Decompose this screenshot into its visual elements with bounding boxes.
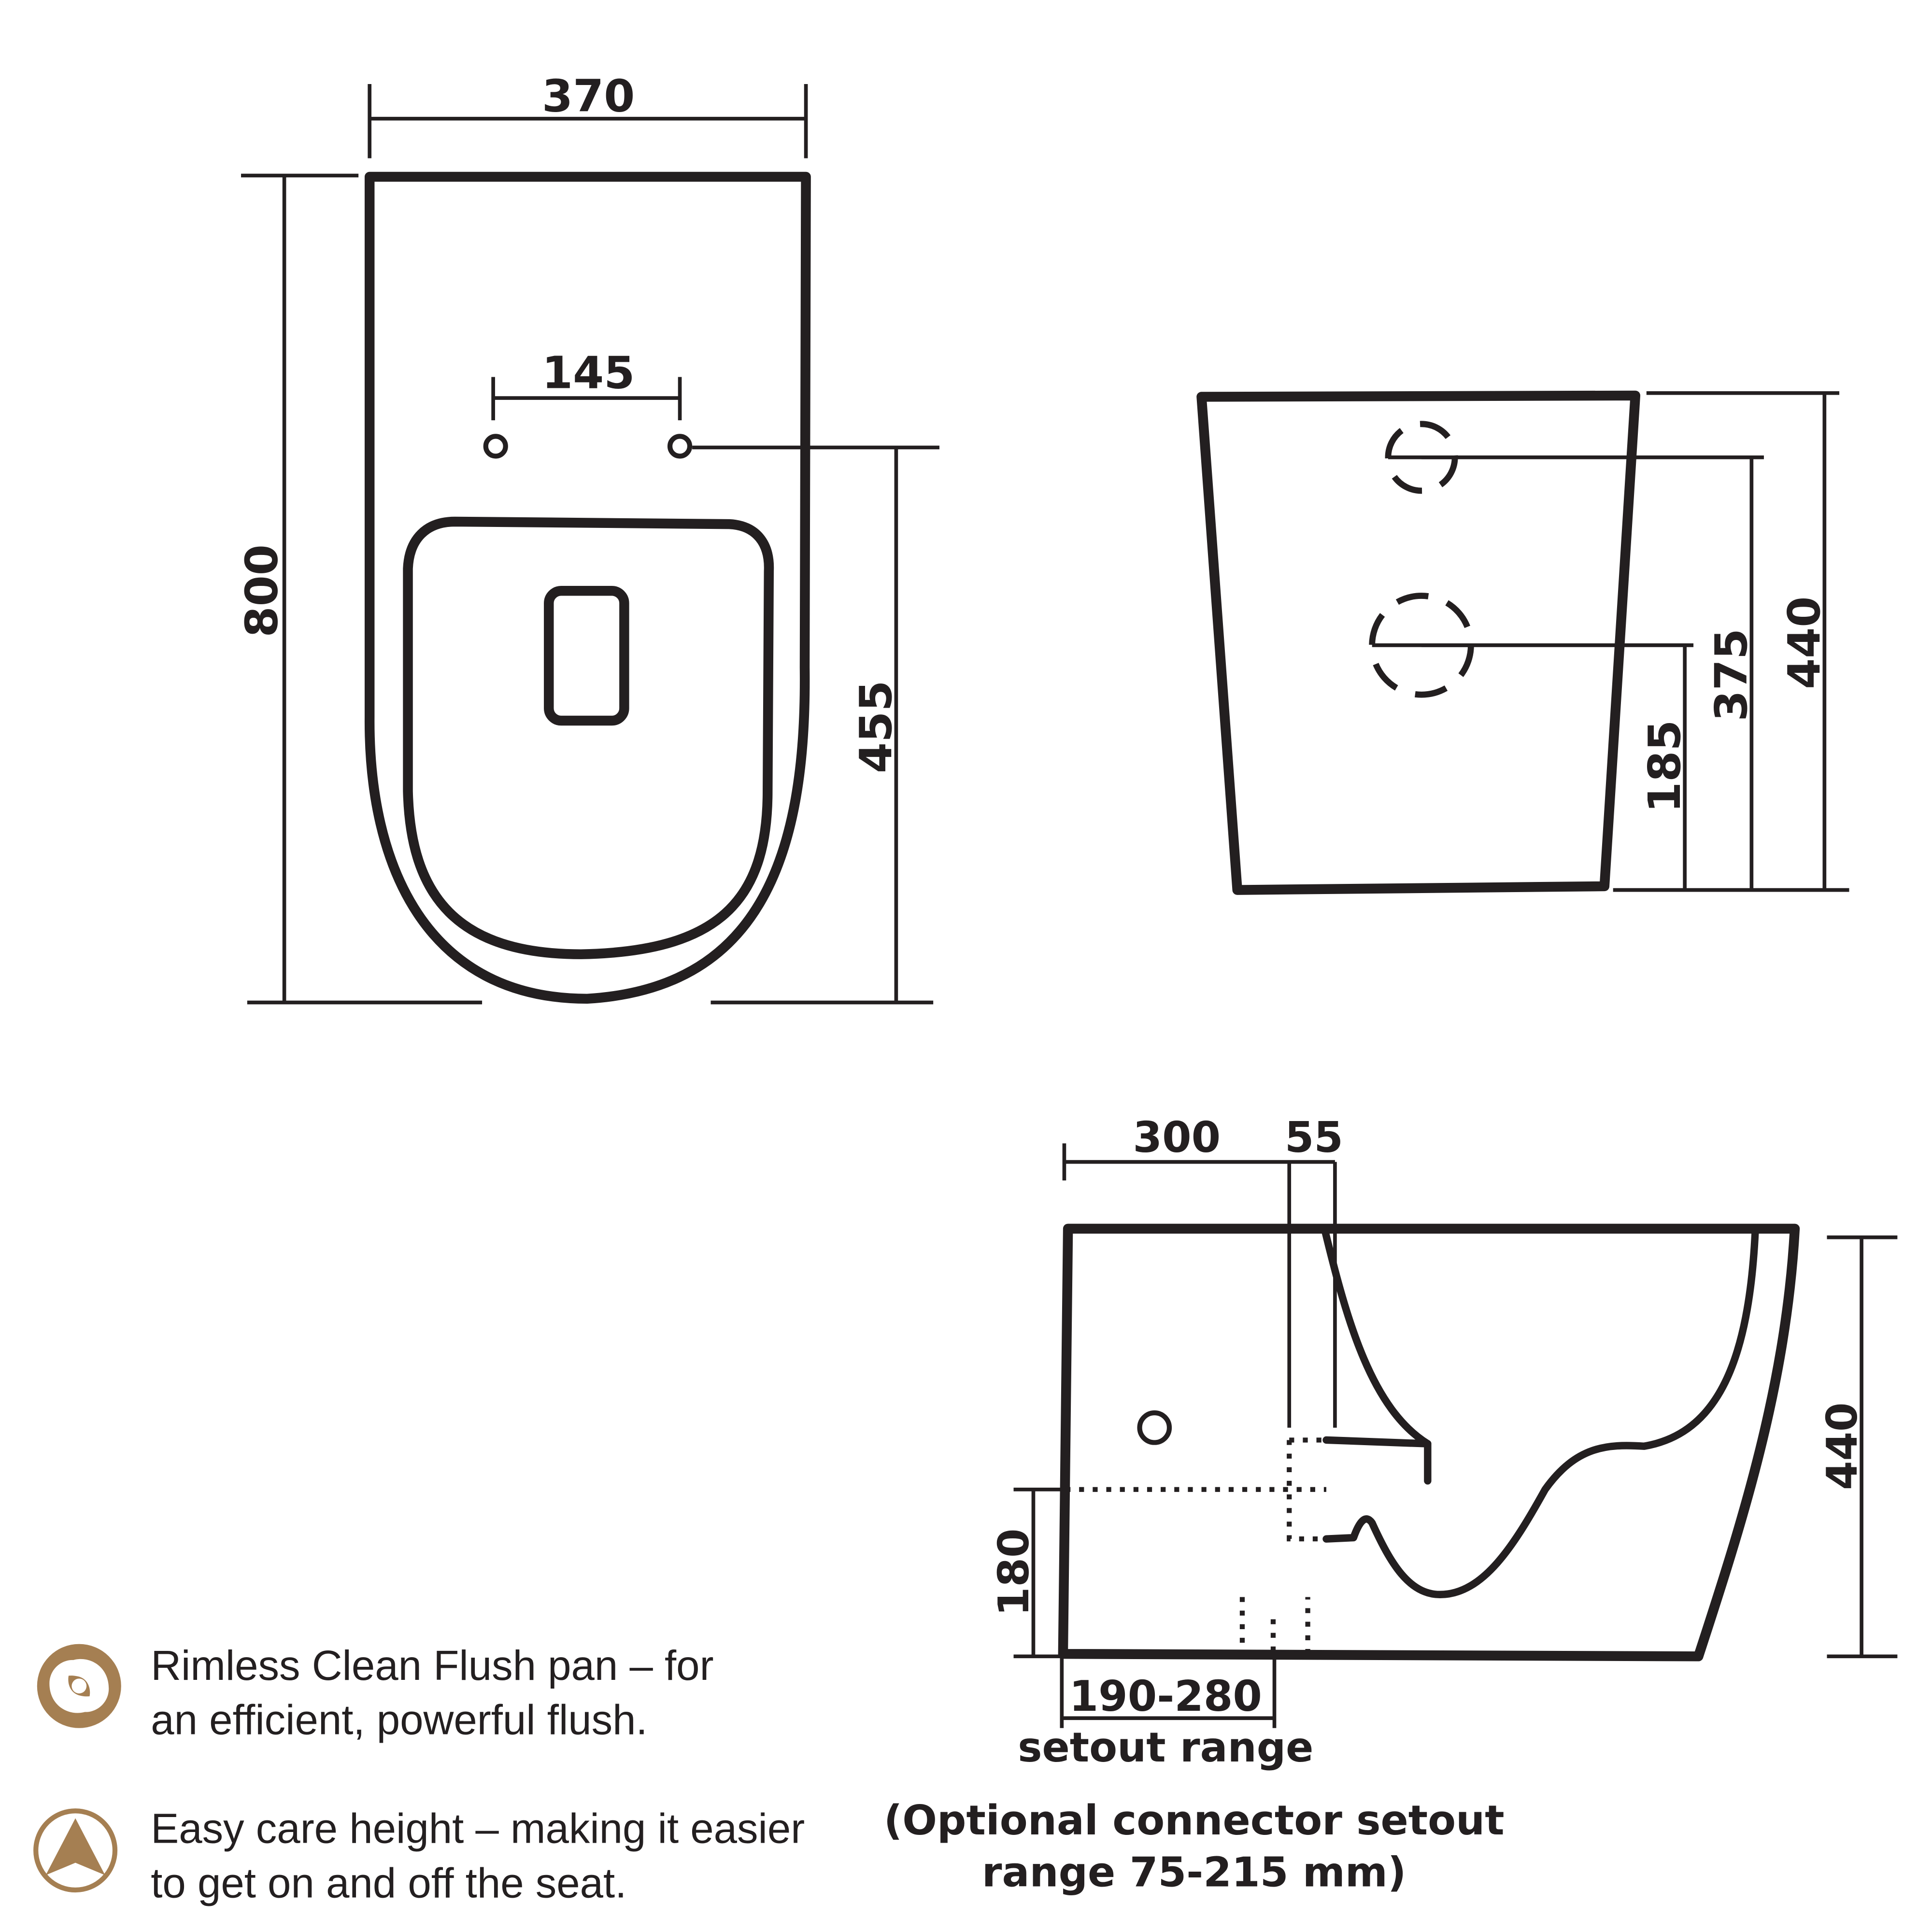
swirl-flush-icon	[37, 1644, 121, 1728]
dimension-rear-375: 375	[1705, 457, 1757, 890]
side-view: 300 55 440 180 190-280 setout range (Opt…	[884, 1113, 1898, 1896]
flush-button	[544, 586, 629, 726]
setout-caption: setout range	[1018, 1724, 1313, 1771]
dim-label-455: 455	[850, 681, 902, 773]
optional-setout-line1: (Optional connector setout	[884, 1797, 1505, 1844]
dim-label-side-300: 300	[1133, 1113, 1221, 1162]
dim-label-rear-440: 440	[1778, 597, 1830, 689]
dimension-145: 145	[491, 347, 682, 421]
feature-height-line2: to get on and off the seat.	[151, 1860, 626, 1906]
feature-height-line1: Easy care height – making it easier	[151, 1805, 805, 1852]
feature-rimless-line2: an efficient, powerful flush.	[151, 1697, 648, 1744]
trap-profile	[1322, 1227, 1759, 1599]
feature-rimless: Rimless Clean Flush pan – for an efficie…	[37, 1642, 714, 1744]
dimension-800: 800	[235, 173, 483, 1005]
dimension-455: 455	[692, 445, 939, 1005]
pan-outline	[364, 171, 811, 1004]
fixing-hole-left	[483, 434, 508, 459]
dim-label-800: 800	[235, 544, 287, 637]
dimension-side-180: 180	[989, 1487, 1066, 1659]
dimension-rear-440: 440	[1778, 393, 1830, 890]
side-inlet-hole	[1137, 1410, 1172, 1445]
top-view: 370 145 800 455	[235, 70, 939, 1005]
dim-label-side-440: 440	[1818, 1402, 1867, 1490]
rear-view: 440 375 185	[1196, 390, 1849, 895]
dim-label-side-55: 55	[1285, 1113, 1343, 1162]
rear-outline	[1196, 390, 1641, 895]
dimension-370: 370	[368, 70, 808, 158]
dim-label-side-180: 180	[989, 1528, 1038, 1616]
dim-label-145: 145	[542, 347, 635, 399]
optional-setout-line2: range 75-215 mm)	[982, 1848, 1406, 1896]
dim-label-rear-375: 375	[1705, 628, 1757, 721]
dimension-setout: 190-280 setout range (Optional connector…	[884, 1656, 1505, 1896]
dim-label-setout: 190-280	[1069, 1672, 1262, 1721]
feature-height: Easy care height – making it easier to g…	[33, 1805, 805, 1906]
side-outline	[1058, 1223, 1800, 1662]
height-arrow-icon	[33, 1808, 118, 1893]
dimension-rear-185: 185	[1638, 645, 1690, 890]
feature-rimless-line1: Rimless Clean Flush pan – for	[151, 1642, 713, 1689]
dim-label-rear-185: 185	[1638, 720, 1690, 813]
dimension-side-440: 440	[1818, 1235, 1898, 1659]
seat-outline	[403, 516, 774, 959]
dim-label-370: 370	[542, 70, 635, 122]
bowl-profile	[1321, 1227, 1432, 1448]
dimension-side-300-55: 300 55	[1062, 1113, 1343, 1428]
fixing-hole-right	[667, 434, 693, 459]
